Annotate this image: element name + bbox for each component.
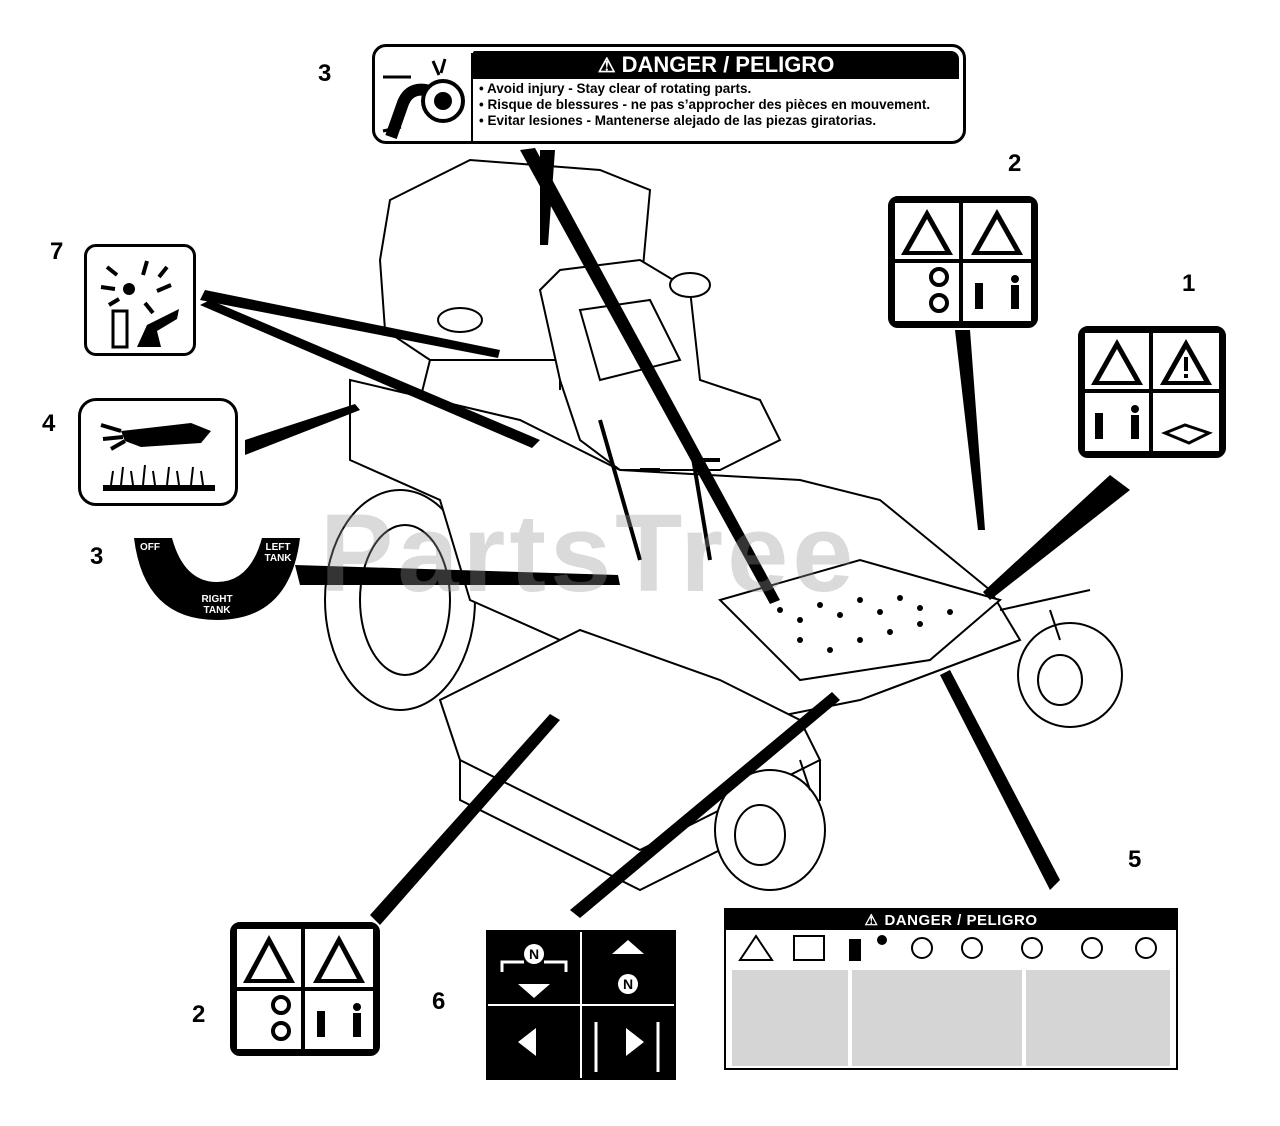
danger-line-es: • Evitar lesiones - Mantenerse alejado d… <box>479 113 877 128</box>
callout-6: 6 <box>432 988 446 1015</box>
warning-grid-icon <box>895 203 1031 321</box>
callout-7: 7 <box>50 238 64 265</box>
callout-1: 1 <box>1182 270 1196 297</box>
leader-2-top <box>955 330 985 530</box>
danger-rotating-parts-decal: ⚠DANGER / PELIGRO • Avoid injury - Stay … <box>372 44 966 144</box>
callout-4: 4 <box>42 410 56 437</box>
thrown-objects-icon <box>100 260 179 349</box>
fuel-off-label: OFF <box>140 542 160 553</box>
decal-6-steering-controls: N N <box>486 930 676 1080</box>
panel5-pictograms <box>732 934 1170 1066</box>
panel5-title: ⚠DANGER / PELIGRO <box>726 910 1176 930</box>
callout-3-fuel: 3 <box>90 543 104 570</box>
warning-grid-icon-bottom <box>237 929 373 1049</box>
leader-6 <box>570 692 840 918</box>
decal-2-warning-top <box>888 196 1038 328</box>
watermark: PartsTree <box>320 492 858 615</box>
decal-1-warning <box>1078 326 1226 458</box>
danger-line-fr: • Risque de blessures - ne pas s’approch… <box>479 97 931 112</box>
fuel-selector-decal: OFF LEFT TANK RIGHT TANK <box>134 538 300 620</box>
danger-lines: • Avoid injury - Stay clear of rotating … <box>479 81 955 129</box>
callout-5: 5 <box>1128 846 1142 873</box>
warning-triangle-icon: ⚠ <box>597 54 616 77</box>
steering-directions-icon: N N <box>488 932 674 1078</box>
leader-7 <box>200 290 500 358</box>
decal-4-hot-surface <box>78 398 238 506</box>
decal-5-danger-panel: ⚠DANGER / PELIGRO <box>724 908 1178 1070</box>
control-levers <box>598 419 720 561</box>
fuel-right-tank-label: RIGHT TANK <box>201 594 233 616</box>
leader-4 <box>245 404 360 455</box>
rotating-parts-pictogram <box>381 53 473 141</box>
fuel-left-tank-label: LEFT TANK <box>264 542 292 564</box>
hand-hot-surface-icon <box>100 423 215 491</box>
callout-2-top: 2 <box>1008 150 1022 177</box>
decal-2-warning-bottom <box>230 922 380 1056</box>
decal-7-thrown-objects <box>84 244 196 356</box>
leader-2-bottom <box>370 714 560 925</box>
front-caster-right <box>1017 622 1123 728</box>
warning-manual-icon <box>1085 333 1219 451</box>
leader-3-top-a <box>520 148 780 604</box>
danger-title: ⚠DANGER / PELIGRO <box>473 51 959 79</box>
svg-text:N: N <box>529 946 539 962</box>
callout-2-bottom: 2 <box>192 1001 206 1028</box>
fuel-cap-right <box>669 272 711 298</box>
foot-plate <box>718 558 1003 682</box>
leader-3-top-b <box>540 150 555 245</box>
leader-3-fuel <box>295 565 620 585</box>
fuel-cap-left <box>437 307 483 333</box>
callout-3-top: 3 <box>318 60 332 87</box>
leader-1 <box>983 475 1130 600</box>
leader-7b <box>200 300 540 448</box>
leader-5 <box>940 670 1060 890</box>
front-caster-left <box>714 769 826 891</box>
warning-triangle-icon-5: ⚠ <box>864 912 879 929</box>
svg-text:N: N <box>623 976 633 992</box>
danger-line-en: • Avoid injury - Stay clear of rotating … <box>479 81 752 96</box>
